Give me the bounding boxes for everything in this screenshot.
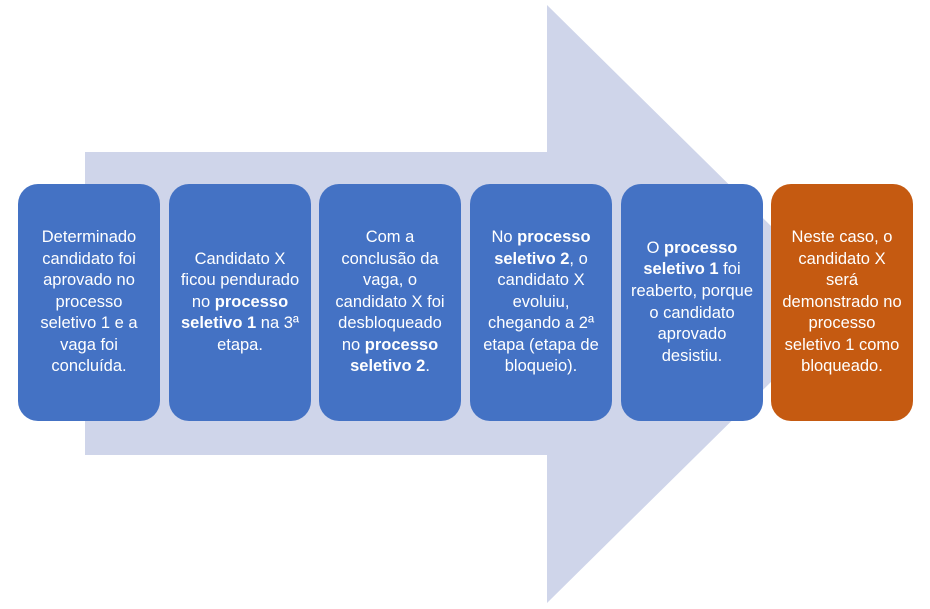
step-box-4: No processo seletivo 2, o candidato X ev… [470,184,612,421]
step-text-bold-segment: processo seletivo 2 [350,335,439,376]
step-text-segment: No [491,227,518,246]
step-text-segment: Determinado candidato foi aprovado no pr… [40,227,138,376]
step-text-5: O processo seletivo 1 foi reaberto, porq… [631,238,753,368]
step-text-segment: Candidato X ficou pendurado no [180,249,300,311]
step-text-2: Candidato X ficou pendurado no processo … [179,249,301,357]
step-text-4: No processo seletivo 2, o candidato X ev… [480,227,602,378]
step-text-bold-segment: processo seletivo 1 [180,292,289,333]
step-text-3: Com a conclusão da vaga, o candidato X f… [329,227,451,378]
step-text-segment: O [646,238,665,257]
step-text-segment: , o candidato X evoluiu, chegando a 2ª e… [483,249,599,376]
step-text-segment: foi reaberto, porque o candidato aprovad… [631,260,754,365]
step-text-bold-segment: processo seletivo 1 [643,238,738,279]
step-text-segment: na 3ª etapa. [217,314,300,354]
step-box-6-result: Neste caso, o candidato X será demonstra… [771,184,913,421]
step-text-6: Neste caso, o candidato X será demonstra… [781,227,903,378]
step-box-2: Candidato X ficou pendurado no processo … [169,184,311,421]
step-text-segment: . [425,357,430,376]
step-text-segment: Com a conclusão da vaga, o candidato X f… [335,227,445,354]
step-box-3: Com a conclusão da vaga, o candidato X f… [319,184,461,421]
step-text-bold-segment: processo seletivo 2 [494,227,591,268]
step-text-1: Determinado candidato foi aprovado no pr… [28,227,150,378]
step-box-5: O processo seletivo 1 foi reaberto, porq… [621,184,763,421]
step-box-1: Determinado candidato foi aprovado no pr… [18,184,160,421]
arrow-polygon [85,5,850,603]
step-text-segment: Neste caso, o candidato X será demonstra… [782,227,902,376]
